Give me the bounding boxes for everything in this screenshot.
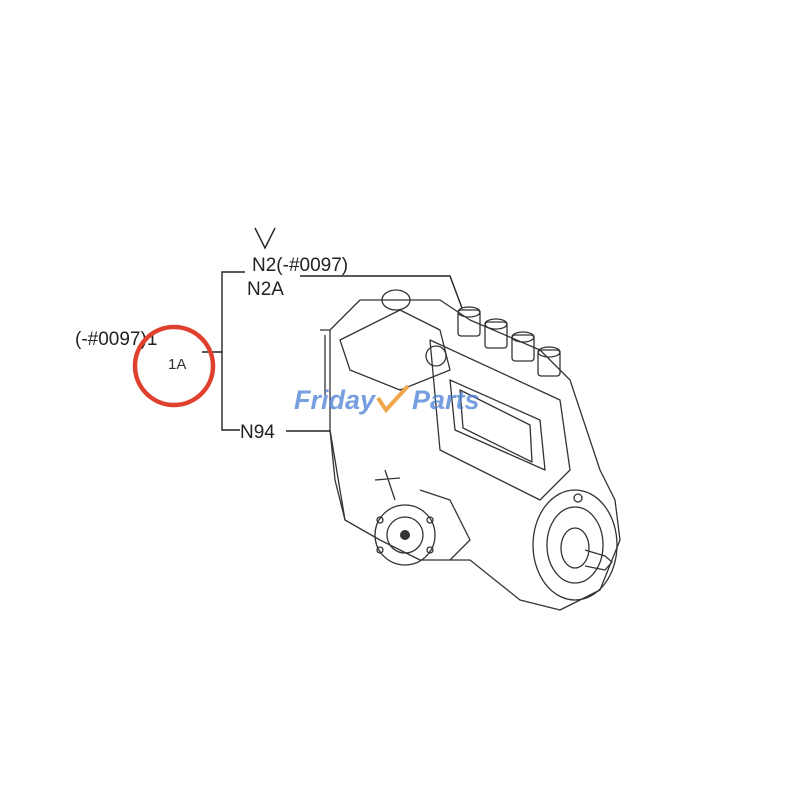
- label-n94: N94: [240, 422, 275, 443]
- fuel-injection-pump-icon: [320, 289, 621, 611]
- governor-housing: [374, 469, 471, 566]
- label-n2: N2(-#0097): [252, 255, 348, 276]
- label-part-1a: 1A: [168, 356, 186, 373]
- delivery-valves: [457, 306, 561, 377]
- highlight-circle: [132, 324, 216, 408]
- watermark-text-left: Friday: [294, 385, 377, 415]
- check-mark-icon: [376, 384, 410, 414]
- watermark-text-right: Parts: [412, 385, 480, 415]
- label-n2a: N2A: [247, 279, 284, 300]
- label-part-1: (-#0097)1: [75, 329, 157, 350]
- callout-lines: [202, 227, 463, 432]
- watermark-logo: Friday Parts: [294, 384, 480, 415]
- drive-flange: [532, 489, 618, 601]
